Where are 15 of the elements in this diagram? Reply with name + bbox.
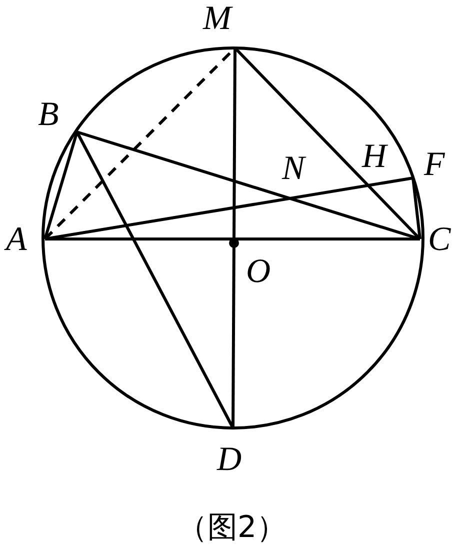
point-label: C bbox=[428, 223, 451, 257]
line-segment bbox=[76, 131, 234, 429]
point-label: H bbox=[362, 140, 387, 174]
figure-caption: （图2） bbox=[176, 510, 288, 546]
line-segment bbox=[412, 178, 422, 240]
point-label: A bbox=[6, 223, 27, 257]
line-segment bbox=[44, 132, 78, 240]
point-label: M bbox=[203, 2, 232, 36]
point-label: F bbox=[424, 148, 445, 182]
line-segment bbox=[232, 48, 236, 428]
point-label: D bbox=[217, 443, 242, 477]
line-segment bbox=[45, 238, 420, 240]
point-label: N bbox=[282, 152, 305, 186]
point-label: B bbox=[38, 98, 59, 132]
point-label: O bbox=[246, 255, 271, 289]
